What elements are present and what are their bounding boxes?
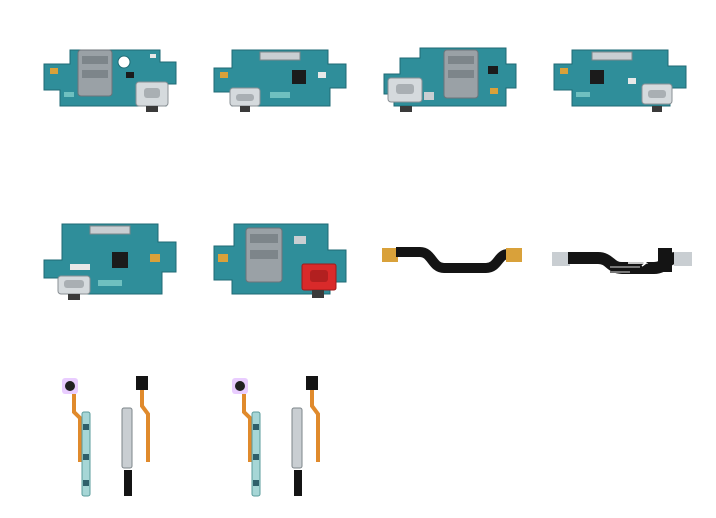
charging-board-sim-right — [380, 44, 520, 116]
pcb-board-icon — [43, 223, 177, 300]
charging-board-plain — [210, 44, 350, 116]
pcb-board-icon — [383, 47, 517, 112]
main-flex-cable-labeled — [550, 244, 694, 284]
pcb-board-icon — [43, 49, 177, 112]
pcb-board-icon — [553, 49, 687, 112]
charging-board-plain — [550, 44, 690, 116]
button-flex-icon — [232, 376, 320, 497]
charging-board-plain — [40, 220, 180, 302]
charging-board-sim-red — [210, 220, 350, 302]
charging-board-sim-left — [40, 44, 180, 116]
flex-cable-icon — [552, 248, 692, 274]
pcb-board-icon — [213, 223, 347, 298]
pcb-board-icon — [213, 49, 347, 112]
button-flex-icon — [62, 376, 150, 497]
side-key-flex-pair — [226, 372, 336, 502]
flex-cable-icon — [382, 247, 522, 273]
side-key-flex-pair — [56, 372, 166, 502]
main-flex-cable — [380, 244, 524, 280]
